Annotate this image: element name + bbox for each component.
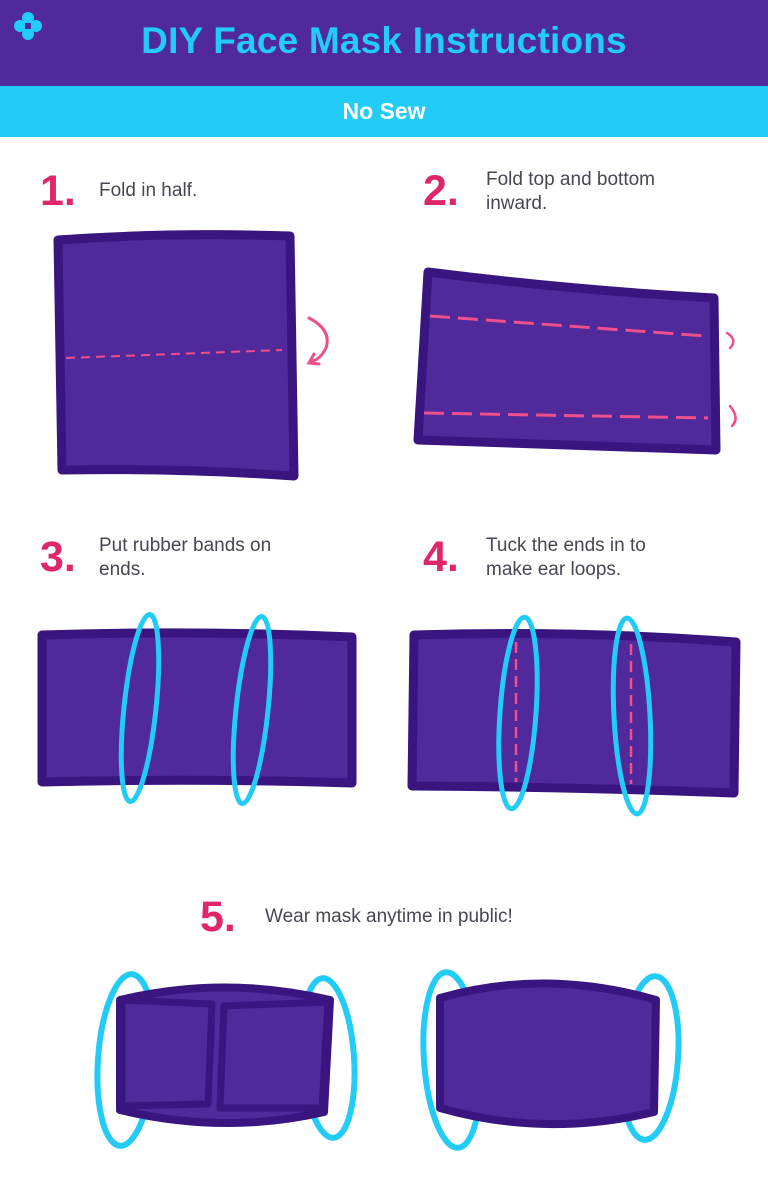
step-5-back-mask-illustration [94,971,358,1149]
step-5-front-mask-illustration [420,969,682,1151]
step-2-number: 2. [423,167,459,215]
fold-arrow-icon [728,404,737,428]
cross-plus-icon [14,12,42,40]
page-title: DIY Face Mask Instructions [141,20,627,61]
step-2-text-line: Fold top and bottom [486,169,655,190]
step-1-number: 1. [40,167,76,215]
step-3-illustration [37,611,357,807]
step-2-text-line: inward. [486,193,548,214]
step-4-number: 4. [423,533,459,581]
step-3-text-line: ends. [99,559,146,580]
page-subtitle: No Sew [342,98,426,124]
step-3-text: Put rubber bands on ends. [99,534,271,582]
step-1-illustration [53,230,329,481]
step-2-illustration [413,267,737,455]
step-4-illustration [407,614,741,817]
step-4-text-line: Tuck the ends in to [486,535,646,556]
fold-arrow-icon [725,331,735,350]
step-1-text: Fold in half. [99,179,197,203]
step-5-number: 5. [200,893,236,941]
step-5-text-line: Wear mask anytime in public! [265,906,513,927]
step-5-text: Wear mask anytime in public! [265,905,513,929]
step-3-text-line: Put rubber bands on [99,535,272,556]
step-2-text: Fold top and bottom inward. [486,168,655,216]
step-1-text-line: Fold in half. [99,180,198,201]
step-4-text-line: make ear loops. [486,559,622,580]
subtitle-bar: No Sew [0,86,768,137]
fold-arrow-icon [307,316,329,364]
step-3-number: 3. [40,533,76,581]
header-bar: DIY Face Mask Instructions [0,0,768,86]
step-4-text: Tuck the ends in to make ear loops. [486,534,646,582]
